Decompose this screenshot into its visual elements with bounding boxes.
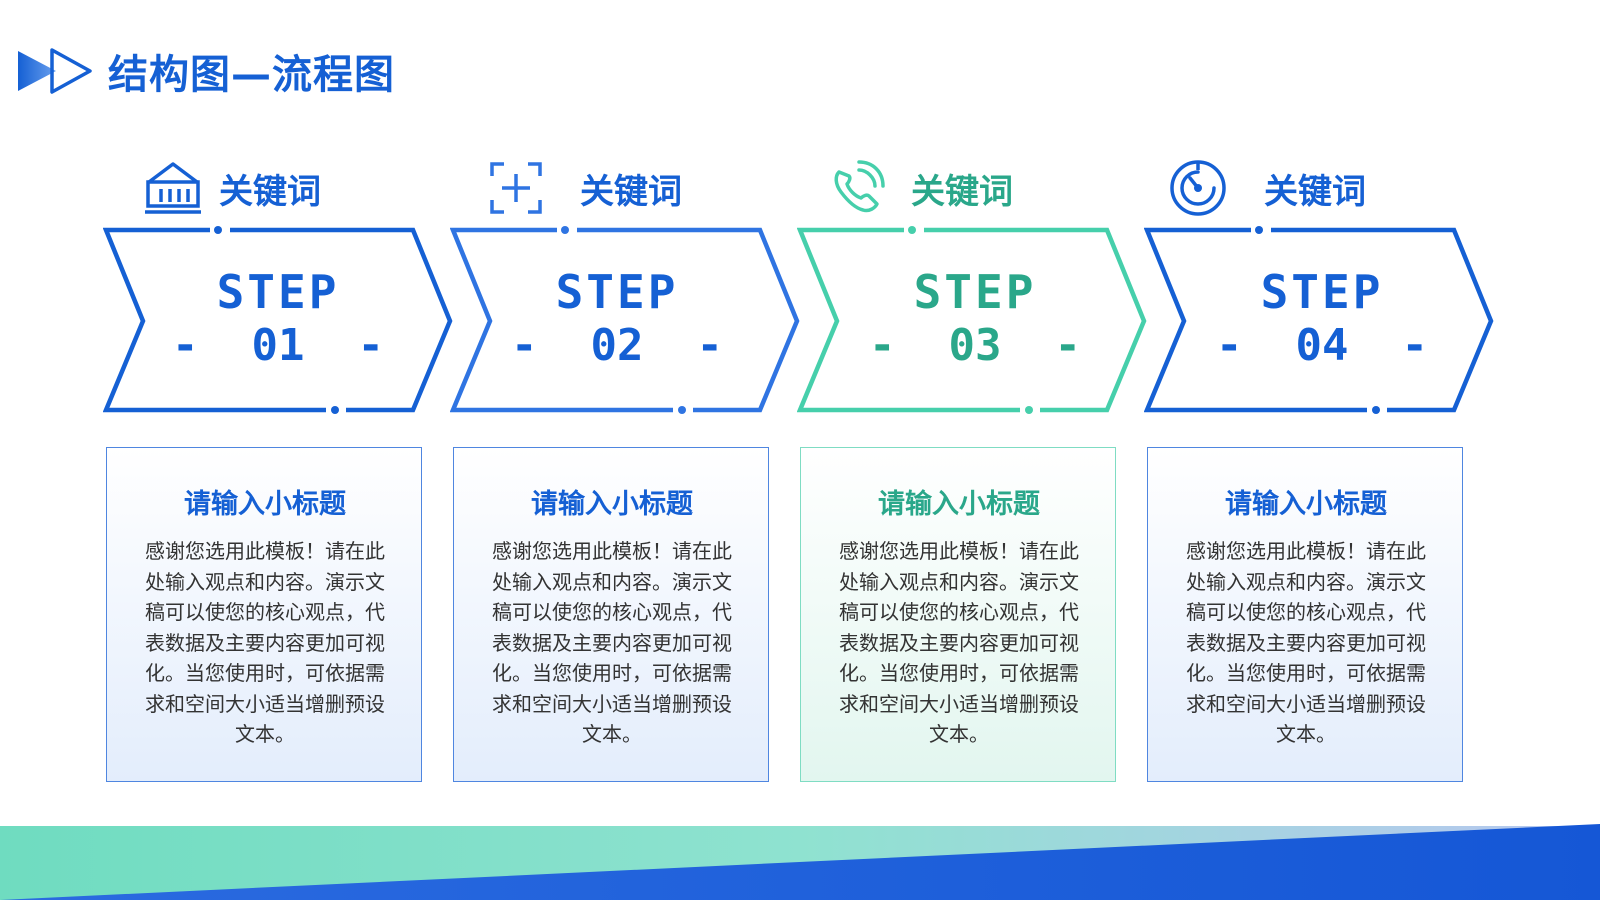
step-2: 关键词 STEP - 02 - 请输入小标题 感谢您选用此模板！请在此处输入观点… xyxy=(450,150,800,790)
step-3-keyword: 关键词 xyxy=(911,171,1013,212)
step-4-header: 关键词 xyxy=(1168,158,1366,218)
step-1-keyword: 关键词 xyxy=(219,171,321,212)
phone-icon xyxy=(834,160,885,213)
play-arrows-icon xyxy=(18,48,92,94)
step-3: 关键词 STEP - 03 - 请输入小标题 感谢您选用此模板！请在此处输入观点… xyxy=(797,150,1147,790)
step-4-number: - 04 - xyxy=(1216,320,1428,371)
step-4-card-text: 感谢您选用此模板！请在此处输入观点和内容。演示文稿可以使您的核心观点，代表数据及… xyxy=(1186,539,1426,746)
step-2-card: 请输入小标题 感谢您选用此模板！请在此处输入观点和内容。演示文稿可以使您的核心观… xyxy=(453,447,769,782)
step-2-card-text: 感谢您选用此模板！请在此处输入观点和内容。演示文稿可以使您的核心观点，代表数据及… xyxy=(492,539,732,746)
step-1: 关键词 STEP - 01 - 请输入小标题 感谢您选用此模板！请在此处输入观点… xyxy=(103,150,453,790)
page-title: 结构图—流程图 xyxy=(108,52,395,98)
step-2-header: 关键词 xyxy=(486,158,682,218)
clock-icon xyxy=(1170,160,1226,216)
step-3-label: STEP xyxy=(913,265,1037,319)
step-3-header: 关键词 xyxy=(827,158,1013,218)
bottom-decor-band xyxy=(0,824,1600,900)
step-1-header: 关键词 xyxy=(143,158,321,218)
step-1-number: - 01 - xyxy=(172,320,384,371)
step-2-chevron xyxy=(450,226,800,414)
step-3-chevron xyxy=(797,226,1147,414)
step-1-card-text: 感谢您选用此模板！请在此处输入观点和内容。演示文稿可以使您的核心观点，代表数据及… xyxy=(145,539,385,746)
step-1-card-title: 请输入小标题 xyxy=(184,489,346,520)
step-2-label: STEP xyxy=(555,265,679,319)
step-4: 关键词 STEP - 04 - 请输入小标题 感谢您选用此模板！请在此处输入观点… xyxy=(1144,150,1494,790)
step-4-chevron xyxy=(1144,226,1494,414)
step-3-card-text: 感谢您选用此模板！请在此处输入观点和内容。演示文稿可以使您的核心观点，代表数据及… xyxy=(839,539,1079,746)
step-2-keyword: 关键词 xyxy=(580,171,682,212)
step-3-number: - 03 - xyxy=(869,320,1081,371)
title-bar: 结构图—流程图 xyxy=(16,42,395,100)
step-3-card-title: 请输入小标题 xyxy=(878,489,1040,520)
step-4-card-title: 请输入小标题 xyxy=(1225,489,1387,520)
step-1-card: 请输入小标题 感谢您选用此模板！请在此处输入观点和内容。演示文稿可以使您的核心观… xyxy=(106,447,422,782)
step-4-label: STEP xyxy=(1260,265,1384,319)
step-4-keyword: 关键词 xyxy=(1264,171,1366,212)
add-frame-icon xyxy=(490,162,542,214)
step-2-number: - 02 - xyxy=(511,320,723,371)
step-1-chevron xyxy=(103,226,453,414)
step-4-card: 请输入小标题 感谢您选用此模板！请在此处输入观点和内容。演示文稿可以使您的核心观… xyxy=(1147,447,1463,782)
step-2-card-title: 请输入小标题 xyxy=(531,489,693,520)
step-1-label: STEP xyxy=(216,265,340,319)
building-icon xyxy=(145,162,201,214)
step-3-card: 请输入小标题 感谢您选用此模板！请在此处输入观点和内容。演示文稿可以使您的核心观… xyxy=(800,447,1116,782)
